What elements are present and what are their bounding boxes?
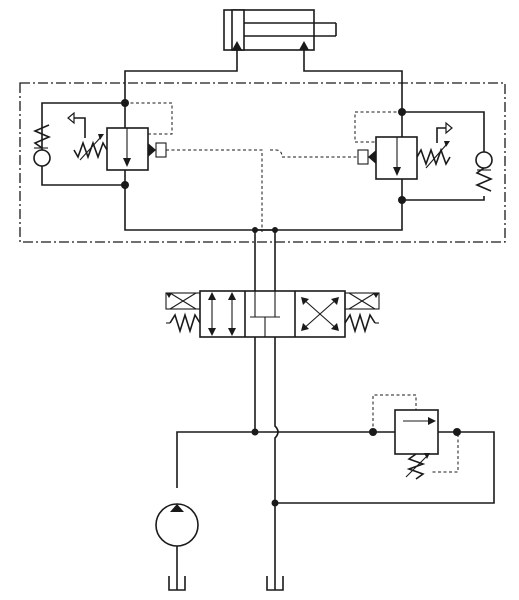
directional-control-valve — [199, 290, 346, 338]
line-dcv-tank — [274, 337, 279, 580]
left-counterbalance-valve — [67, 102, 173, 171]
line-right-lower — [255, 179, 403, 231]
relief-valve — [271, 394, 495, 507]
line-left-lower — [124, 170, 275, 231]
cylinder-port-a-icon — [232, 41, 242, 50]
pilot-line-left — [166, 149, 263, 232]
left-check-valve — [32, 102, 125, 186]
cylinder-port-b-icon — [299, 41, 309, 50]
junction-dots-top — [121, 99, 406, 233]
tank-symbols — [168, 576, 284, 591]
dcv-right-actuator — [344, 292, 380, 334]
right-check-valve — [402, 111, 494, 201]
valve-block-enclosure — [19, 82, 506, 243]
right-counterbalance-valve — [354, 111, 453, 180]
pilot-crossover — [270, 149, 283, 158]
line-pressure-main — [176, 431, 395, 488]
dcv-left-actuator — [165, 292, 201, 334]
cylinder — [223, 9, 337, 51]
line-cylinder-b — [303, 50, 403, 112]
line-cylinder-a — [124, 50, 238, 103]
pump — [155, 503, 199, 580]
